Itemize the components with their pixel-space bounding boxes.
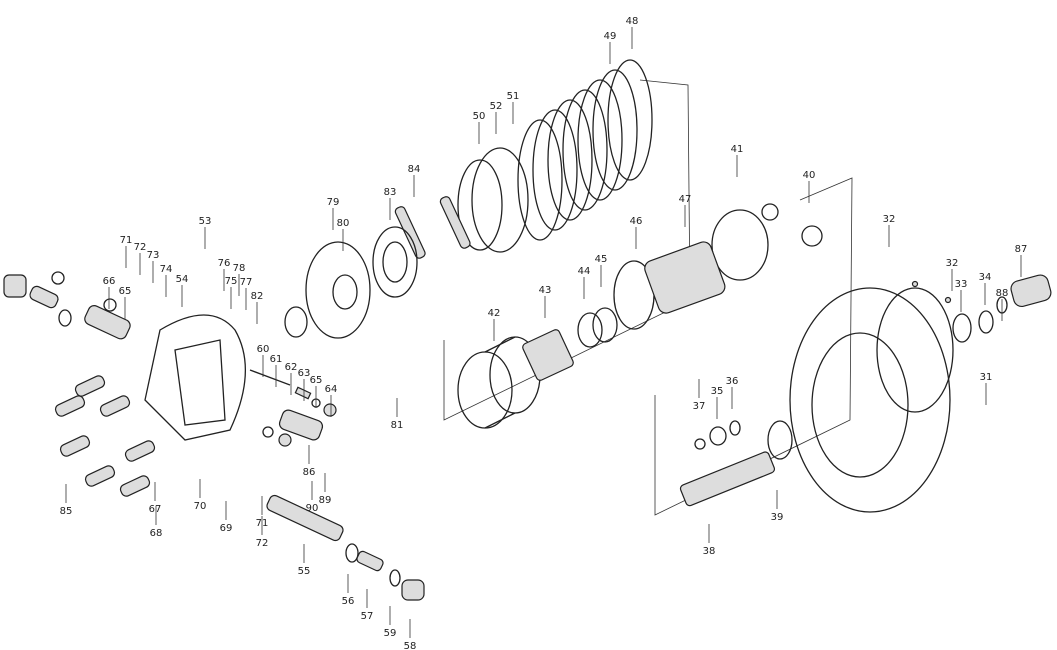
part-label-79: 79 [327,197,340,208]
part-label-41: 41 [731,144,744,155]
part-label-31: 31 [980,372,993,383]
part-label-51: 51 [507,91,520,102]
part-label-47: 47 [679,194,692,205]
part-label-60: 60 [257,344,270,355]
part-label-89: 89 [319,495,332,506]
part-label-90: 90 [306,503,319,514]
part-label-85: 85 [60,506,73,517]
part-label-84: 84 [408,164,421,175]
part-label-34: 34 [979,272,992,283]
part-labels: 48 49 52 51 50 84 83 79 80 81 41 40 47 46 45 44 43 42 32 32… [60,16,1028,650]
part-label-62: 62 [285,362,298,373]
part-label-78: 78 [233,263,246,274]
part-label-75: 75 [225,276,238,287]
part-label-87: 87 [1015,244,1028,255]
part-label-64: 64 [325,384,338,395]
part-label-83: 83 [384,187,397,198]
part-label-48: 48 [626,16,639,27]
part-label-33: 33 [955,279,968,290]
part-label-81: 81 [391,420,404,431]
part-label-43: 43 [539,285,552,296]
part-label-72: 72 [256,538,269,549]
part-label-63: 63 [298,368,311,379]
part-label-59: 59 [384,628,397,639]
part-label-56: 56 [342,596,355,607]
plate [372,226,418,298]
part-label-38: 38 [703,546,716,557]
part-label-65: 65 [119,286,132,297]
part-label-45: 45 [595,254,608,265]
part-label-58: 58 [404,641,417,650]
part-label-71: 71 [256,518,269,529]
part-label-61: 61 [270,354,283,365]
leader-lines [65,27,1022,638]
part-label-54: 54 [176,274,189,285]
part-label-80: 80 [337,218,350,229]
part-label-67: 67 [149,504,162,515]
part-label-72: 72 [134,242,147,253]
part-label-71: 71 [120,235,133,246]
part-label-69: 69 [220,523,233,534]
part-label-44: 44 [578,266,591,277]
part-label-74: 74 [160,264,173,275]
part-label-73: 73 [147,250,160,261]
part-label-82: 82 [251,291,264,302]
hub [789,274,1052,513]
part-label-66: 66 [103,276,116,287]
part-label-55: 55 [298,566,311,577]
part-label-32: 32 [883,214,896,225]
part-label-50: 50 [473,111,486,122]
part-label-77: 77 [240,277,253,288]
part-label-70: 70 [194,501,207,512]
part-label-68: 68 [150,528,163,539]
bolts [54,375,156,497]
part-label-57: 57 [361,611,374,622]
relief-valve-parts [3,271,131,340]
shaft [679,420,793,507]
part-label-49: 49 [604,31,617,42]
springs [394,196,471,259]
part-label-52: 52 [490,101,503,112]
part-label-76: 76 [218,258,231,269]
part-label-86: 86 [303,467,316,478]
part-label-32: 32 [946,258,959,269]
spool-parts [249,369,425,601]
part-label-65: 65 [310,375,323,386]
clutch-disc-pack [457,59,653,253]
part-label-53: 53 [199,216,212,227]
disc [284,241,371,339]
part-label-36: 36 [726,376,739,387]
guide-frame-hub [654,177,853,516]
part-label-42: 42 [488,308,501,319]
part-label-39: 39 [771,512,784,523]
cylinder-block [457,203,823,429]
valve-housing [144,314,247,441]
part-label-88: 88 [996,288,1009,299]
part-label-46: 46 [630,216,643,227]
part-label-37: 37 [693,401,706,412]
part-label-40: 40 [803,170,816,181]
part-label-35: 35 [711,386,724,397]
